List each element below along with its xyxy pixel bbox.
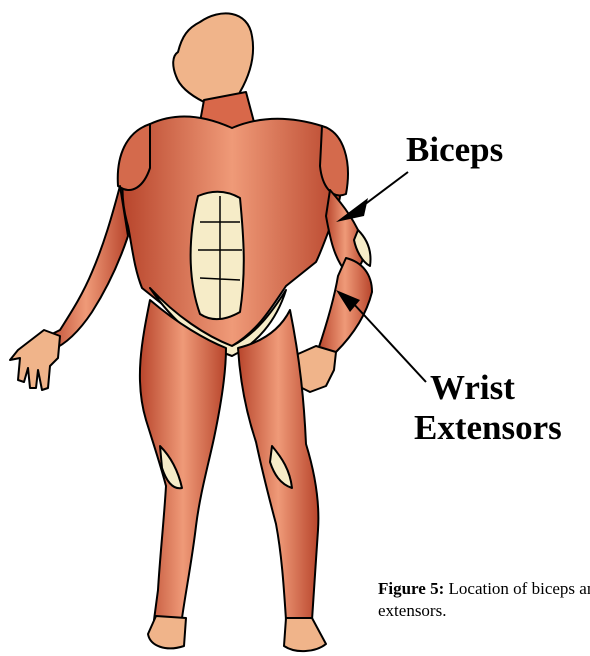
caption-text-line2: extensors. — [378, 601, 446, 620]
arm-left — [44, 186, 128, 350]
caption-prefix: Figure 5: — [378, 579, 444, 598]
foot-left — [148, 616, 186, 648]
shoulder-right — [320, 126, 348, 195]
shoulder-left — [118, 124, 150, 190]
body-figure — [10, 13, 372, 651]
foot-right — [284, 618, 326, 651]
wrist-label-line2: Extensors — [414, 408, 562, 448]
figure-caption: Figure 5: Location of biceps and wrist e… — [378, 578, 590, 622]
biceps-pointer-line — [360, 172, 408, 208]
wrist-label-line1: Wrist — [428, 368, 562, 408]
hand-left — [10, 330, 60, 390]
abdominal-sheath — [191, 192, 244, 319]
wrist-pointer-line — [352, 302, 426, 382]
forearm-right — [318, 258, 372, 352]
leg-left — [140, 300, 226, 620]
wrist-extensors-label: Wrist Extensors — [428, 368, 562, 448]
caption-text-line1: Location of biceps and wrist — [444, 579, 590, 598]
caption-line1: Figure 5: Location of biceps and wrist — [378, 578, 590, 600]
biceps-label: Biceps — [406, 130, 503, 170]
